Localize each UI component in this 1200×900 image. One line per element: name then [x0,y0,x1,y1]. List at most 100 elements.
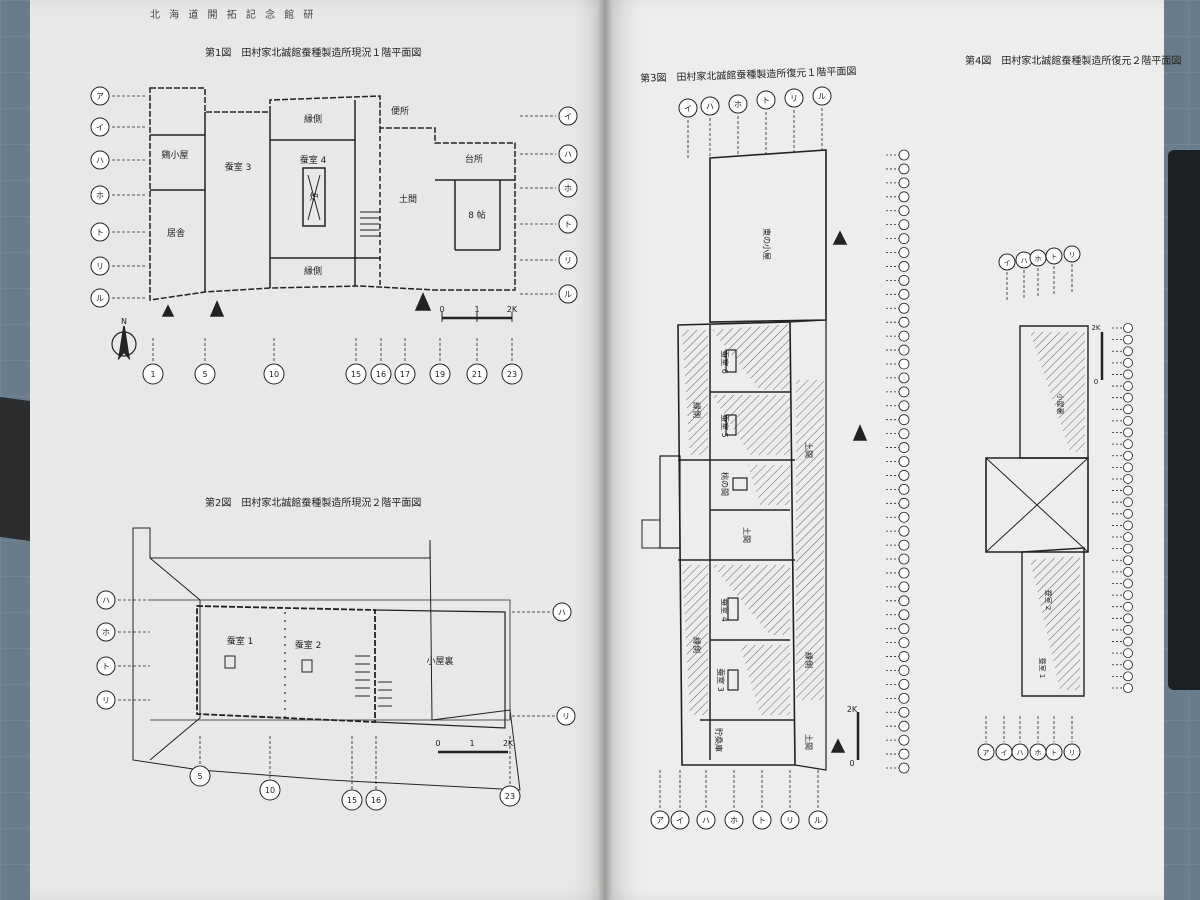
fig1-room-daidokoro: 台所 [465,153,483,165]
fig1-room-ro: 炉 [309,191,318,203]
fig2-scale-0: 0 [435,739,440,748]
grid-number-circle [898,302,910,314]
fig3-room-labels: 東の小屋 蚕室 6 縁側 蚕室 5 土間 桃の間 土間 蚕室 4 縁側 縁側 蚕… [692,228,814,752]
grid-number-circle [1123,508,1133,519]
fig3-room-engawa1: 縁側 [692,402,702,418]
grid-number-circle [898,567,910,579]
fig1-row-ri: リ [96,262,104,271]
fig4-marker-labels: イ ハ ホ ト リ ア イ ハ ホ ト リ 0 2K [983,251,1101,757]
fig3-room-doma3: 土間 [804,734,814,750]
fig3-top-ho: ホ [734,100,742,109]
fig1-rrow-i: イ [564,112,572,121]
fig1-rrow-ri: リ [564,256,572,265]
fig1-room-sanshitsu4: 蚕室 4 [300,154,327,166]
fig1-col-5: 5 [202,370,207,379]
left-page [30,0,610,900]
grid-number-circle [898,400,910,412]
grid-number-circle [1123,357,1133,368]
fig1-rrow-ho: ホ [564,184,572,193]
fig4-bot-to: ト [1051,749,1058,757]
book-gutter [598,0,612,900]
fig4-top-i: イ [1004,259,1011,267]
fig4-scale-2k: 2K [1091,324,1100,332]
grid-number-circle [1123,648,1133,659]
grid-number-circle [898,233,910,244]
fig3-room-doma1: 土間 [804,442,814,458]
fig2-row-ho: ホ [102,628,110,637]
fig2-room-sanshitsu2: 蚕室 2 [295,639,322,651]
grid-number-circle [898,428,910,440]
fig4-room-sanshitsu2: 蚕室 2 [1044,590,1053,611]
fig3-bot-a: ア [656,816,664,825]
fig2-scale-2k: 2K [503,739,514,748]
fig4-bot-a: ア [983,749,990,757]
fig1-scale-1: 1 [474,305,479,314]
grid-number-circle [898,539,910,551]
fig4-top-to: ト [1051,253,1058,261]
fig2-room-koyaura: 小屋裏 [426,655,453,667]
fig3-floorplan [641,108,868,808]
grid-number-circle [898,177,910,189]
grid-number-circle [898,219,910,231]
fig1-caption: 第1図 田村家北誠館蚕種製造所現況１階平面図 [205,48,422,59]
grid-number-circle [1123,555,1133,566]
grid-number-circle [898,344,910,356]
grid-number-circle [1123,613,1133,624]
fig4-room-sanshitsu1: 蚕室 1 [1038,658,1047,679]
fig1-room-chicken: 鶏小屋 [161,149,188,161]
fig1-row-markers [90,86,578,308]
fig1-col-16: 16 [376,370,386,379]
fig3-room-doma2: 土間 [742,527,752,543]
fig1-row-ho: ホ [96,191,104,200]
grid-number-circle [1123,532,1133,542]
fig1-marker-labels: ア イ ハ ホ ト リ ル イ ハ ホ ト リ ル 1 5 10 15 16 1… [96,92,572,379]
dark-object-right [1168,150,1200,690]
grid-number-circle [898,330,910,342]
grid-number-circle [898,692,910,704]
fig3-room-momonoma: 桃の間 [720,472,730,496]
fig3-room-sanshitsu6: 蚕室 6 [720,350,730,374]
fig3-bot-i: イ [676,816,684,825]
grid-number-circle [898,595,910,607]
fig4-caption: 第4図 田村家北誠館蚕種製造所復元２階平面図 [965,56,1182,67]
grid-number-circle [1123,323,1133,333]
fig1-room-kyosha: 居舎 [167,228,185,239]
fig1-col-1: 1 [150,370,155,379]
fig4-top-ri: リ [1069,251,1076,259]
fig3-room-sanshitsu4: 蚕室 4 [720,598,730,622]
fig3-room-sanshitsu5: 蚕室 5 [720,414,730,438]
fig3-bot-to: ト [758,816,766,825]
fig2-row-ha: ハ [102,596,110,605]
fig3-top-ru: ル [818,92,826,101]
grid-number-circle [898,511,910,523]
grid-number-circle [898,247,910,258]
grid-number-circle [898,163,910,175]
grid-number-circle [898,679,910,690]
fig2-col-16: 16 [371,796,381,805]
grid-number-circle [1123,520,1133,531]
fig1-room-engawa-bottom: 縁側 [304,265,322,277]
fig1-row-ha: ハ [96,156,104,165]
fig1-row-a: ア [96,92,104,101]
grid-number-circle [1123,659,1133,670]
fig4-bot-ho: ホ [1035,749,1042,757]
fig1-floorplan [111,87,556,362]
fig1-scale-2k: 2K [507,305,518,314]
fig4-bot-ha: ハ [1017,749,1024,757]
grid-number-circle [1123,543,1133,554]
grid-number-circle [1123,601,1133,612]
grid-number-circle [1123,404,1133,415]
grid-number-circle [898,609,910,621]
fig2-col-23: 23 [505,792,515,801]
grid-number-circle [898,288,910,300]
fig4-room-koyaura: 小屋裏 [1056,394,1065,415]
fig4-top-ha: ハ [1021,257,1028,265]
fig2-room-sanshitsu1: 蚕室 1 [227,635,254,647]
fig1-col-10: 10 [269,370,279,379]
fig3-marker-labels: イ ハ ホ ト リ ル ア イ ハ ホ ト リ ル 0 2K [656,92,858,825]
grid-number-circle [898,706,910,718]
grid-number-circle [1123,625,1133,635]
grid-number-circle [898,497,910,509]
grid-number-circle [898,274,910,286]
